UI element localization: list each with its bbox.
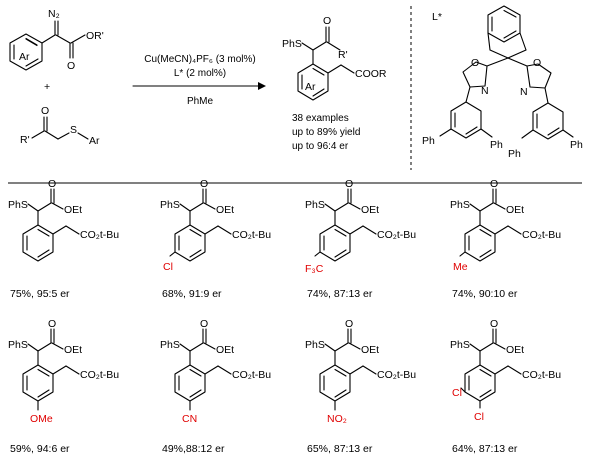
example-caption: 49%,88:12 er	[162, 443, 225, 455]
example-substituent: F₃C	[305, 263, 324, 275]
aryl-label: Ar	[19, 51, 30, 63]
example-substituent: NO₂	[327, 413, 347, 425]
example-ester: OEt	[506, 344, 524, 356]
sulfide-s-label: S	[70, 124, 77, 136]
example-substituent: CN	[182, 413, 197, 425]
example-caption: 75%, 95:5 er	[10, 288, 70, 300]
example-substituent: Cl	[452, 387, 462, 399]
example-caption: 74%, 90:10 er	[452, 288, 518, 300]
svg-text:O: O	[490, 178, 498, 190]
plus-sign: +	[44, 81, 50, 93]
example-phs: PhS	[450, 339, 470, 351]
example-caption: 68%, 91:9 er	[162, 288, 222, 300]
example-side-chain: CO₂t-Bu	[232, 369, 271, 381]
example-phs: PhS	[8, 339, 28, 351]
example-phs: PhS	[160, 199, 180, 211]
product-ester: COOR	[355, 68, 387, 80]
example-ester: OEt	[506, 204, 524, 216]
example-caption: 65%, 87:13 er	[307, 443, 373, 455]
product-aryl: Ar	[305, 81, 316, 93]
condition-ligand: L* (2 mol%)	[174, 68, 226, 79]
ligand-o1: O	[471, 57, 479, 69]
example-side-chain: CO₂t-Bu	[522, 229, 561, 241]
svg-text:O: O	[48, 178, 56, 190]
example-side-chain: CO₂t-Bu	[377, 369, 416, 381]
ligand-n2: N	[520, 86, 528, 98]
example-substituent: Cl	[163, 261, 173, 273]
example-phs: PhS	[305, 339, 325, 351]
example-ester: OEt	[216, 344, 234, 356]
svg-text:O: O	[345, 178, 353, 190]
example-phs: PhS	[8, 199, 28, 211]
reaction-arrow: Cu(MeCN)₄PF₆ (3 mol%) L* (2 mol%) PhMe	[132, 54, 266, 107]
general-product: PhS O R' Ar COOR 38 examples up to 89% y…	[282, 15, 387, 152]
diazo-ester-label: OR'	[86, 30, 104, 42]
product-er: up to 96:4 er	[292, 141, 349, 152]
example-caption: 59%, 94:6 er	[10, 443, 70, 455]
ligand-structure: L* O N O N Ph Ph Ph Ph	[422, 5, 583, 160]
svg-text:O: O	[200, 178, 208, 190]
ligand-o2: O	[533, 57, 541, 69]
example-side-chain: CO₂t-Bu	[522, 369, 561, 381]
product-examples: 38 examples	[292, 113, 349, 124]
ligand-ph-2: Ph	[490, 139, 503, 151]
example-ester: OEt	[361, 344, 379, 356]
svg-text:O: O	[490, 318, 498, 330]
product-rprime: R'	[338, 49, 348, 61]
example-phs: PhS	[160, 339, 180, 351]
svg-text:O: O	[48, 318, 56, 330]
example-side-chain: CO₂t-Bu	[80, 229, 119, 241]
product-phs: PhS	[282, 38, 302, 50]
ligand-n1: N	[481, 85, 489, 97]
example-caption: 74%, 87:13 er	[307, 288, 373, 300]
ligand-ph-3: Ph	[508, 148, 521, 160]
example-substituent-2: Cl	[474, 411, 484, 423]
diazo-n2-label: N₂	[48, 8, 60, 20]
svg-text:O: O	[323, 15, 331, 27]
example-side-chain: CO₂t-Bu	[232, 229, 271, 241]
example-side-chain: CO₂t-Bu	[377, 229, 416, 241]
example-ester: OEt	[64, 204, 82, 216]
condition-solvent: PhMe	[187, 96, 214, 107]
sulfide-substrate: R' O S Ar	[20, 105, 100, 147]
example-side-chain: CO₂t-Bu	[80, 369, 119, 381]
ligand-label: L*	[432, 11, 442, 23]
example-ester: OEt	[216, 204, 234, 216]
svg-text:O: O	[345, 318, 353, 330]
example-phs: PhS	[305, 199, 325, 211]
diazo-substrate: Ar N₂ O OR'	[9, 8, 104, 72]
sulfide-r-label: R'	[20, 134, 30, 146]
condition-catalyst: Cu(MeCN)₄PF₆ (3 mol%)	[144, 54, 255, 65]
ligand-ph-1: Ph	[422, 135, 435, 147]
ligand-ph-4: Ph	[570, 139, 583, 151]
svg-text:O: O	[67, 60, 75, 72]
example-caption: 64%, 87:13 er	[452, 443, 518, 455]
product-yield: up to 89% yield	[292, 127, 360, 138]
svg-text:O: O	[41, 105, 49, 117]
example-phs: PhS	[450, 199, 470, 211]
example-ester: OEt	[361, 204, 379, 216]
example-substituent: OMe	[30, 413, 53, 425]
svg-text:O: O	[200, 318, 208, 330]
sulfide-ar-label: Ar	[89, 135, 100, 147]
example-substituent: Me	[453, 261, 468, 273]
example-ester: OEt	[64, 344, 82, 356]
